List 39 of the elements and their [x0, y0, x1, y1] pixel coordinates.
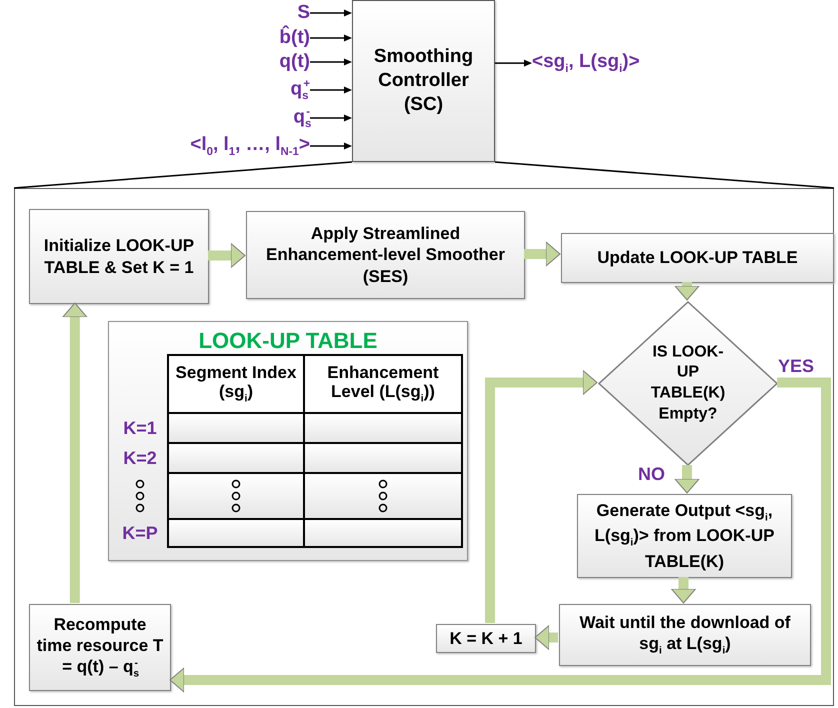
output-label: <sg$_{i}$, L(sg$_{i}$)>	[532, 50, 732, 76]
table-title: LOOK-UP TABLE	[198, 328, 378, 354]
signal-label: q(t)	[150, 50, 310, 74]
process-box: K = K + 1	[436, 624, 536, 653]
arrow	[310, 86, 352, 94]
signal-label: <l$_{0}$, l$_{1}$, …, l$_{N-1}$>	[90, 133, 310, 159]
process-box: Wait until the download of sg$_{i}$ at L(sg$_{i}$)	[559, 604, 811, 666]
column-header: Segment Index (sg$_{i}$)	[168, 355, 304, 413]
column-header: Enhancement Level (L(sg$_{i}$))	[304, 355, 462, 413]
flow-arrow	[62, 302, 88, 603]
arrow	[310, 114, 352, 122]
process-box: Initialize LOOK-UP TABLE & Set K = 1	[29, 209, 209, 304]
arrow	[310, 34, 352, 42]
flow-arrow	[485, 370, 598, 623]
table-panel	[108, 321, 468, 561]
process-box: Generate Output <sg$_{i}$, L(sg$_{i}$)> from LOOK-UP TABLE(K)	[577, 494, 792, 578]
row-label: K=P	[117, 519, 168, 547]
process-box: Apply Streamlined Enhancement-level Smoother (SES)	[246, 211, 525, 299]
row-label: K=2	[117, 443, 168, 473]
signal-label: S	[150, 2, 310, 24]
arrow	[495, 60, 532, 67]
row-label: K=1	[117, 413, 168, 443]
connector-line	[494, 161, 834, 189]
flow-arrow	[170, 378, 831, 692]
flow-arrow	[208, 243, 246, 268]
connector-line	[14, 161, 352, 189]
flowchart-panel	[14, 188, 834, 706]
decision-text: IS LOOK-UP TABLE(K) Empty?	[650, 342, 726, 424]
process-box: Update LOOK-UP TABLE	[561, 233, 834, 283]
arrow	[310, 58, 352, 66]
controller-box: Smoothing Controller (SC)	[352, 0, 495, 162]
flow-arrow	[524, 242, 560, 266]
flow-arrow	[674, 465, 700, 494]
flow-arrow	[674, 282, 700, 300]
arrow	[310, 142, 352, 150]
flow-arrow	[671, 577, 696, 604]
signal-label: b̂(t)	[150, 25, 310, 51]
flow-arrow	[534, 625, 558, 650]
arrow	[310, 10, 352, 16]
